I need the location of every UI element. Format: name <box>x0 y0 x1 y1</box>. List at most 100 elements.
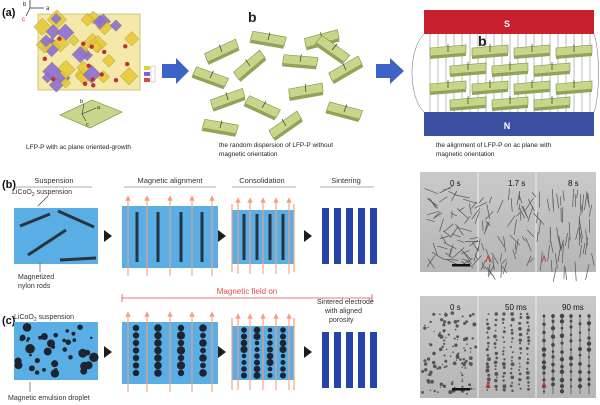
aligned-platelets <box>429 44 593 111</box>
rod-image <box>561 243 564 263</box>
droplet-image <box>551 369 555 373</box>
rod-image <box>443 230 452 238</box>
rod-image <box>457 239 465 243</box>
droplet <box>34 370 40 375</box>
droplet <box>279 333 287 340</box>
droplet-image <box>578 370 582 374</box>
droplet <box>132 347 140 354</box>
droplet-image <box>486 318 489 321</box>
droplet-image <box>559 389 565 394</box>
droplet-image <box>502 366 506 369</box>
droplet <box>176 331 186 340</box>
droplet-image <box>438 313 440 315</box>
b-time-2: 8 s <box>568 179 579 188</box>
droplet-image <box>474 345 478 349</box>
rod-image <box>555 253 558 269</box>
droplet-image <box>441 345 444 349</box>
droplet-image <box>443 339 446 342</box>
droplet-image <box>569 319 573 323</box>
droplet <box>279 345 287 354</box>
random-caption-line2: magnetic orientation <box>219 151 278 158</box>
droplet <box>240 333 248 340</box>
rod-image <box>556 227 559 238</box>
droplet <box>176 361 186 370</box>
droplet-image <box>429 343 433 347</box>
c-magnetic-alignment <box>122 311 218 392</box>
droplet-image <box>444 313 448 317</box>
droplet <box>46 339 55 348</box>
atom <box>113 78 119 83</box>
rod-image <box>440 235 447 243</box>
droplet-image <box>586 321 592 326</box>
polyhedron <box>50 12 62 25</box>
platelet <box>328 55 364 84</box>
droplet-image <box>429 370 433 375</box>
platelet <box>555 80 593 95</box>
droplet-image <box>527 387 530 391</box>
droplet-image <box>518 356 522 360</box>
rod-image <box>458 227 472 232</box>
droplet-image <box>586 341 592 346</box>
rod-image <box>516 210 522 217</box>
aligned-caption-line2: magnetic orientation <box>436 151 495 158</box>
droplet-image <box>447 320 451 325</box>
droplet-image <box>559 357 565 362</box>
rods-label-line1: Magnetized <box>18 274 54 281</box>
droplet-image <box>542 314 546 318</box>
rod-image <box>558 236 562 249</box>
platelet <box>249 30 287 49</box>
b-time-1: 1.7 s <box>508 179 525 188</box>
droplet-image <box>462 337 467 342</box>
rod-image <box>587 192 590 208</box>
rod-image <box>444 258 459 261</box>
droplet-image <box>494 323 497 327</box>
rod-image <box>513 219 517 235</box>
droplet <box>154 346 162 355</box>
droplet-image <box>510 312 514 316</box>
droplet-image <box>510 341 513 343</box>
droplet <box>267 340 273 346</box>
droplet <box>43 347 52 356</box>
droplet-image <box>527 339 531 343</box>
rod-image <box>471 207 481 219</box>
droplet-image <box>519 312 522 316</box>
droplet-image <box>443 354 446 357</box>
c-time-0: 0 s <box>450 303 461 312</box>
droplet <box>68 354 73 360</box>
rod-image <box>574 261 577 282</box>
droplet-image <box>527 336 530 339</box>
droplet-image <box>518 369 521 372</box>
droplet-image <box>526 312 529 316</box>
droplet-image <box>486 377 491 382</box>
c-consolidation <box>231 313 295 390</box>
droplet-image <box>427 326 429 329</box>
rod-image <box>471 255 482 267</box>
droplet-image <box>518 338 523 343</box>
rod-image <box>526 255 532 267</box>
droplet <box>71 331 76 336</box>
droplet-image <box>525 346 529 350</box>
droplet-image <box>485 368 490 373</box>
droplet-image <box>455 359 458 361</box>
droplet-image <box>560 341 564 345</box>
droplet-image <box>424 324 426 327</box>
droplet-image <box>578 314 582 318</box>
droplet-image <box>526 328 530 332</box>
red-marker <box>541 380 547 389</box>
polyhedron <box>60 77 71 89</box>
droplet-image <box>445 336 447 339</box>
droplet-image <box>578 353 582 357</box>
rod-image <box>546 198 550 212</box>
droplet-image <box>469 362 473 366</box>
platelet <box>429 44 467 59</box>
rod-image <box>547 244 550 262</box>
rod-image <box>463 251 472 265</box>
droplet-image <box>502 350 505 353</box>
polyhedron <box>39 34 53 48</box>
droplet <box>254 346 260 353</box>
droplet <box>266 352 274 360</box>
droplet-image <box>587 364 591 368</box>
rod-image <box>579 219 583 239</box>
droplet <box>199 339 207 347</box>
droplet-image <box>464 349 467 352</box>
